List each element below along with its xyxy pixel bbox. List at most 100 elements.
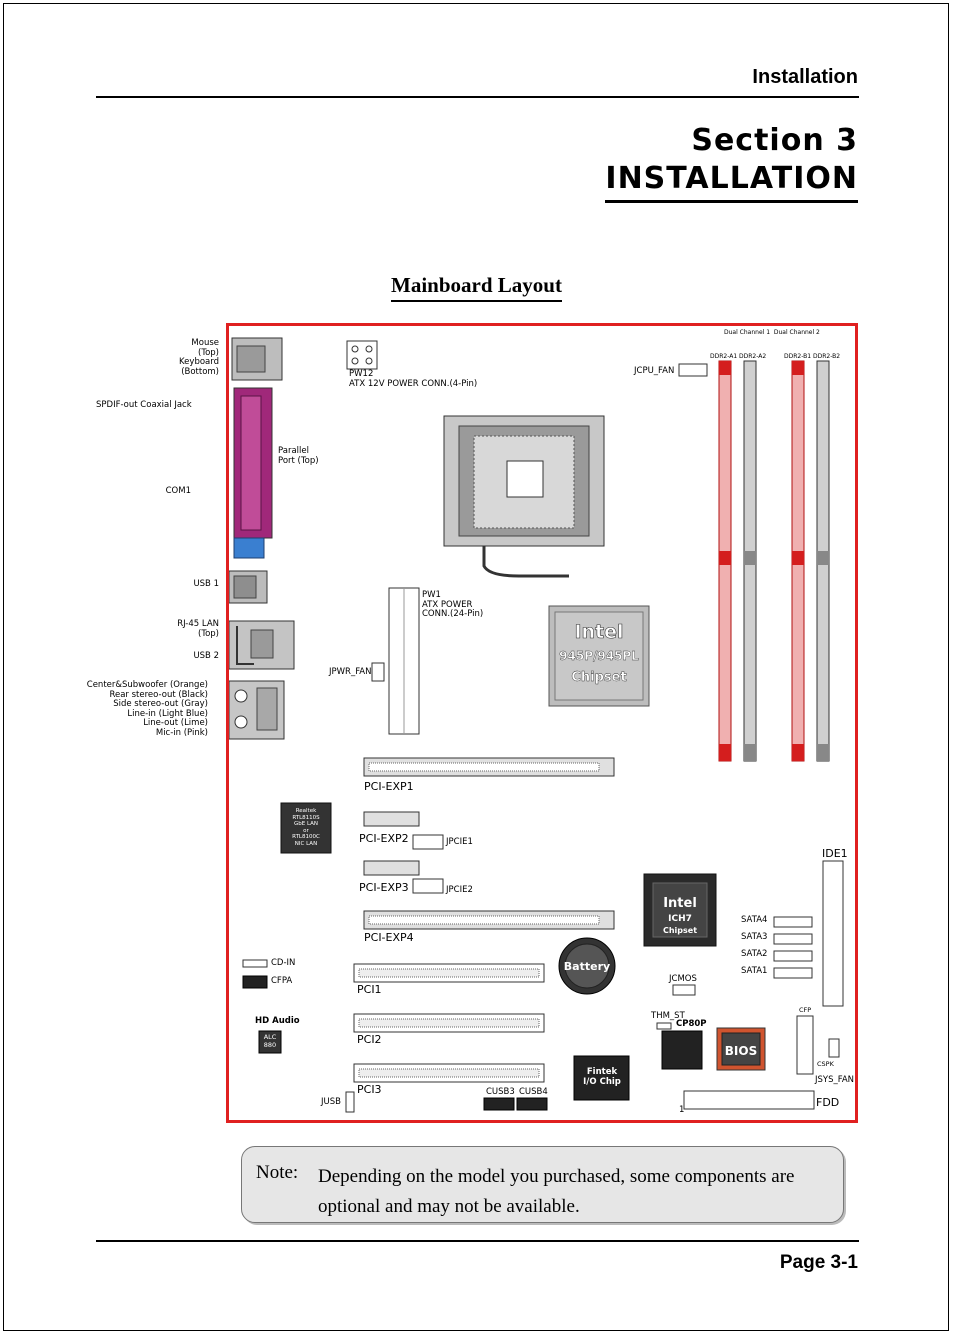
label-fdd: FDD xyxy=(816,1096,840,1109)
label-jpcie1: JPCIE1 xyxy=(446,837,473,847)
sata-connectors xyxy=(773,916,813,979)
io-chip xyxy=(573,1055,630,1101)
pw12-connector xyxy=(346,340,378,370)
label-jsys-fan: JSYS_FAN xyxy=(815,1075,855,1085)
cfp-header xyxy=(796,1015,814,1075)
cp80p-display xyxy=(661,1030,703,1070)
northbridge-brand: Intel xyxy=(574,621,623,643)
label-cusb3: CUSB3 xyxy=(486,1087,515,1097)
label-usb2: USB 2 xyxy=(193,651,219,661)
label-jcpu-fan: JCPU_FAN xyxy=(634,366,675,376)
label-spdif: SPDIF-out Coaxial Jack xyxy=(96,400,192,410)
pci-exp4-slot xyxy=(363,910,615,930)
northbridge-model: 945P/945PL xyxy=(559,649,639,663)
pci2-slot xyxy=(353,1013,545,1033)
label-parallel-port: Parallel Port (Top) xyxy=(278,446,319,466)
pci3-slot xyxy=(353,1063,545,1083)
section-number: Section 3 xyxy=(691,123,858,158)
label-ddr-b2: DDR2-B2 xyxy=(813,353,841,360)
pci1-slot xyxy=(353,963,545,983)
label-mouse-keyboard: Mouse (Top) Keyboard (Bottom) xyxy=(179,338,219,377)
jcpu-fan-header xyxy=(678,363,708,377)
header-title: Installation xyxy=(752,66,858,88)
pci-exp1-slot xyxy=(363,757,615,777)
audio-jacks xyxy=(228,680,285,740)
southbridge-brand: Intel xyxy=(663,896,697,911)
label-ide1: IDE1 xyxy=(822,847,848,860)
label-jpwr-fan: JPWR_FAN xyxy=(329,667,372,677)
label-ddr-a1: DDR2-A1 xyxy=(710,353,738,360)
label-rj45: RJ-45 LAN (Top) xyxy=(177,619,219,639)
cfpa-header xyxy=(242,975,268,989)
jcmos-jumper xyxy=(672,984,696,996)
label-pci-exp3: PCI-EXP3 xyxy=(359,881,409,894)
label-pci2: PCI2 xyxy=(357,1033,382,1046)
southbridge-model: ICH7 xyxy=(668,914,692,924)
label-ddr-b1: DDR2-B1 xyxy=(784,353,812,360)
label-ddr-a2: DDR2-A2 xyxy=(739,353,767,360)
label-dual-channel: Dual Channel 1 Dual Channel 2 xyxy=(724,329,820,336)
label-hd-audio: HD Audio xyxy=(255,1016,300,1026)
label-cp80p: CP80P xyxy=(676,1019,707,1029)
ide1-connector xyxy=(822,860,844,1007)
cusb4-header xyxy=(516,1097,548,1111)
label-thm-st: THM_ST xyxy=(651,1011,685,1021)
cusb3-header xyxy=(483,1097,515,1111)
usb1-port xyxy=(228,570,268,604)
label-jcmos: JCMOS xyxy=(669,974,697,984)
label-pci-exp4: PCI-EXP4 xyxy=(364,931,414,944)
jusb-jumper xyxy=(345,1091,355,1113)
pci-exp2-slot xyxy=(363,811,420,827)
label-sata4: SATA4 xyxy=(741,915,768,925)
label-pw1: PW1 ATX POWER CONN.(24-Pin) xyxy=(422,590,484,619)
fdd-connector xyxy=(683,1090,815,1110)
mainboard-diagram: Intel 945P/945PL Chipset Intel xyxy=(208,337,844,1113)
dimm-slots xyxy=(718,360,830,762)
lan-chip xyxy=(280,802,332,854)
bios-label: BIOS xyxy=(725,1044,757,1058)
bios-chip: BIOS xyxy=(716,1027,766,1071)
pci-exp3-slot xyxy=(363,860,420,876)
northbridge-type: Chipset xyxy=(571,670,626,685)
page-number: Page 3-1 xyxy=(779,1252,858,1273)
pw1-connector xyxy=(388,587,420,735)
battery-label: Battery xyxy=(564,960,610,973)
label-usb1: USB 1 xyxy=(193,579,219,589)
ps2-ports xyxy=(231,337,283,381)
label-com1: COM1 xyxy=(165,486,191,496)
thm-st-header xyxy=(656,1022,672,1030)
northbridge-chip: Intel 945P/945PL Chipset xyxy=(548,605,650,707)
cpu-socket xyxy=(443,415,605,578)
label-cd-in: CD-IN xyxy=(271,958,296,968)
label-pci-exp1: PCI-EXP1 xyxy=(364,780,414,793)
label-cspk: CSPK xyxy=(817,1060,834,1068)
parallel-com-ports xyxy=(208,387,273,559)
southbridge-type: Chipset xyxy=(663,926,697,935)
label-jpcie2: JPCIE2 xyxy=(446,885,473,895)
lan-usb2-port xyxy=(228,620,295,670)
footer-rule xyxy=(96,1240,859,1242)
section-heading: Section 3 INSTALLATION xyxy=(605,122,858,203)
mainboard-outline: Intel 945P/945PL Chipset Intel xyxy=(208,323,858,1123)
page-frame xyxy=(3,3,949,1331)
header-rule xyxy=(96,96,859,98)
note-box: Note: Depending on the model you purchas… xyxy=(241,1146,844,1223)
label-pin1: 1 xyxy=(679,1105,685,1115)
hd-audio-chip xyxy=(258,1030,282,1054)
label-cfpa: CFPA xyxy=(271,976,293,986)
label-sata2: SATA2 xyxy=(741,949,768,959)
section-title: INSTALLATION xyxy=(605,160,858,203)
label-cusb4: CUSB4 xyxy=(519,1087,548,1097)
label-pci3: PCI3 xyxy=(357,1083,382,1096)
label-cfp: CFP xyxy=(799,1006,812,1014)
cd-in-header xyxy=(242,959,268,968)
southbridge-chip: Intel ICH7 Chipset xyxy=(643,873,717,947)
label-sata3: SATA3 xyxy=(741,932,768,942)
jpcie2-jumper xyxy=(412,878,444,894)
jsys-fan-header xyxy=(828,1038,840,1058)
label-alc: ALC 880 xyxy=(263,1033,277,1049)
label-lan-chip: Realtek RTL8110S GbE LAN or RTL8100C NIC… xyxy=(292,808,320,847)
jpwr-fan-header xyxy=(371,662,385,682)
label-pci1: PCI1 xyxy=(357,983,382,996)
note-label: Note: xyxy=(256,1162,299,1183)
